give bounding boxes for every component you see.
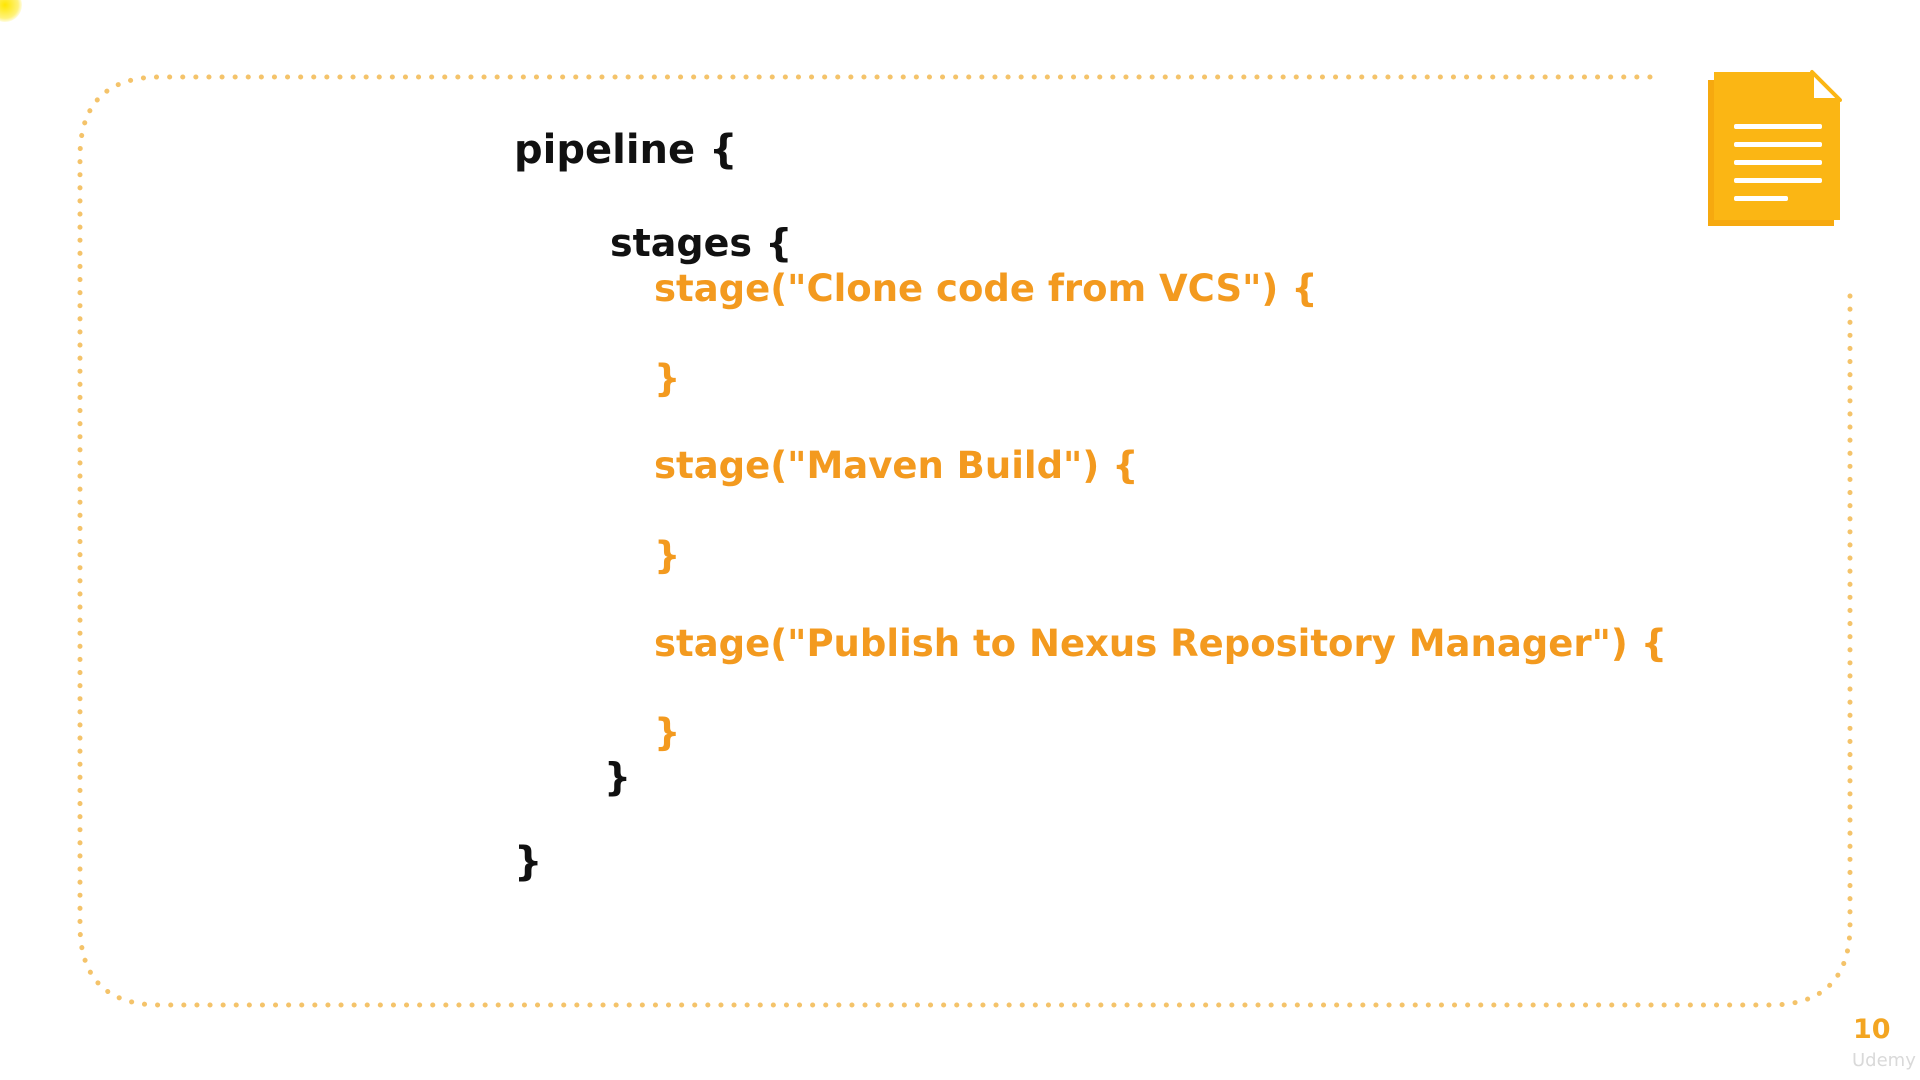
code-line-stage-clone-open: stage("Clone code from VCS") { <box>654 267 1318 310</box>
code-line-stage-maven-open: stage("Maven Build") { <box>654 444 1139 487</box>
watermark-logo: Udemy <box>1852 1050 1916 1071</box>
code-line-pipeline-open: pipeline { <box>514 127 738 173</box>
code-line-stage-publish-close: } <box>654 711 681 754</box>
slide-number: 10 <box>1853 1014 1891 1045</box>
code-line-stage-maven-close: } <box>654 534 681 577</box>
corner-light-decoration <box>0 0 22 22</box>
document-icon <box>1708 70 1842 226</box>
code-line-stage-publish-open: stage("Publish to Nexus Repository Manag… <box>654 622 1668 665</box>
code-line-stages-open: stages { <box>610 221 793 265</box>
code-line-pipeline-close: } <box>514 839 543 885</box>
code-line-stage-clone-close: } <box>654 357 681 400</box>
code-line-stages-close: } <box>604 755 632 799</box>
